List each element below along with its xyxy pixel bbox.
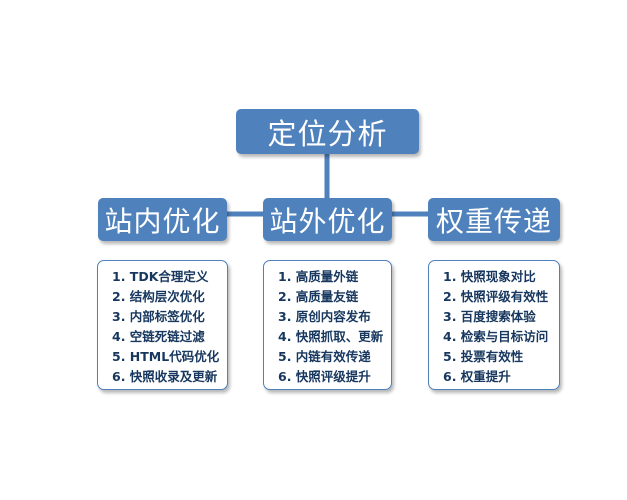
list-item: 4. 空链死链过滤 <box>112 329 205 344</box>
list-item: 1. 快照现象对比 <box>443 269 536 284</box>
root-node-label: 定位分析 <box>267 116 388 151</box>
list-item: 6. 快照评级提升 <box>278 369 371 384</box>
onsite-item-list: 1. TDK合理定义 2. 结构层次优化 3. 内部标签优化 4. 空链死链过滤… <box>97 260 228 390</box>
weight-item-list: 1. 快照现象对比 2. 快照评级有效性 3. 百度搜索体验 4. 检索与目标访… <box>428 260 560 390</box>
list-item: 2. 结构层次优化 <box>112 289 205 304</box>
list-item: 4. 快照抓取、更新 <box>278 329 384 344</box>
offsite-item-list: 1. 高质量外链 2. 高质量友链 3. 原创内容发布 4. 快照抓取、更新 5… <box>263 260 392 390</box>
list-item: 5. 投票有效性 <box>443 349 524 364</box>
root-node: 定位分析 <box>236 109 419 154</box>
list-item: 2. 高质量友链 <box>278 289 359 304</box>
branch-node-offsite: 站外优化 <box>263 198 392 241</box>
branch-node-weight: 权重传递 <box>428 198 560 241</box>
list-item: 3. 内部标签优化 <box>112 309 205 324</box>
branch-node-label: 权重传递 <box>435 204 552 238</box>
list-item: 1. 高质量外链 <box>278 269 359 284</box>
list-item: 1. TDK合理定义 <box>112 269 209 284</box>
list-item: 5. 内链有效传递 <box>278 349 371 364</box>
list-item: 6. 快照收录及更新 <box>112 369 218 384</box>
list-item: 3. 原创内容发布 <box>278 309 371 324</box>
branch-node-onsite: 站内优化 <box>98 198 227 241</box>
branch-node-label: 站外优化 <box>269 204 386 238</box>
list-item: 5. HTML代码优化 <box>112 349 220 364</box>
branch-node-label: 站内优化 <box>104 204 221 238</box>
list-item: 2. 快照评级有效性 <box>443 289 549 304</box>
list-item: 3. 百度搜索体验 <box>443 309 536 324</box>
list-item: 6. 权重提升 <box>443 369 511 384</box>
list-item: 4. 检索与目标访问 <box>443 329 549 344</box>
